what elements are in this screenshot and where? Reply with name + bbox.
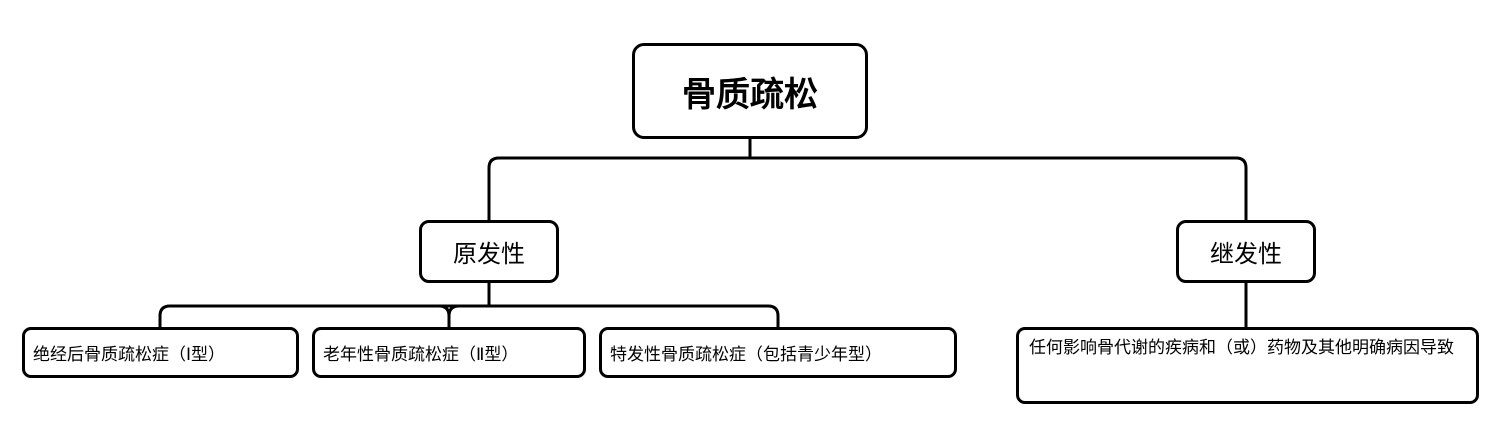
connector-primary-mid [447,304,460,327]
root-node: 骨质疏松 [632,43,868,139]
postmenopausal-label: 绝经后骨质疏松症（Ⅰ型） [33,345,226,365]
node-primary: 原发性 [419,220,559,283]
connector-level2-bar [487,156,1248,220]
node-postmenopausal: 绝经后骨质疏松症（Ⅰ型） [22,327,299,378]
root-label: 骨质疏松 [682,74,818,115]
node-senile: 老年性骨质疏松症（Ⅱ型） [312,327,586,378]
primary-label: 原发性 [453,240,525,268]
senile-label: 老年性骨质疏松症（Ⅱ型） [323,345,519,365]
node-secondary: 继发性 [1176,220,1316,283]
node-idiopathic: 特发性骨质疏松症（包括青少年型） [599,327,957,378]
connector-primary-mid-left [438,304,451,317]
secondary-causes-label: 任何影响骨代谢的疾病和（或）药物及其他明确病因导致 [1029,338,1454,358]
secondary-label: 继发性 [1210,240,1282,268]
idiopathic-label: 特发性骨质疏松症（包括青少年型） [610,345,882,365]
connector-primary-bar [158,304,780,327]
node-secondary-causes: 任何影响骨代谢的疾病和（或）药物及其他明确病因导致 [1016,327,1479,404]
